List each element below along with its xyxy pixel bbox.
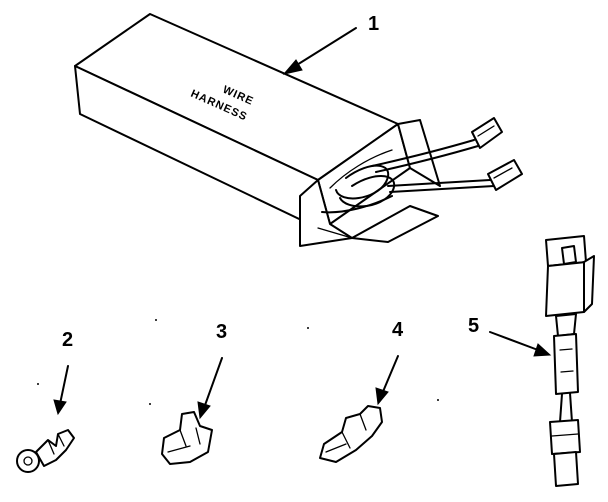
jumper-connector (545, 235, 595, 487)
callout-1-label: 1 (368, 13, 379, 35)
callout-5-label: 5 (468, 315, 479, 337)
wire-harness-box: WIRE HARNESS (74, 13, 523, 247)
callout-4-label: 4 (392, 319, 404, 341)
callout-3-label: 3 (216, 321, 227, 343)
callout-3: 3 (197, 321, 227, 420)
callout-1: 1 (282, 13, 379, 75)
callout-5: 5 (468, 315, 552, 357)
callout-2-label: 2 (62, 329, 73, 351)
callout-4: 4 (375, 319, 404, 406)
spade-terminal (161, 411, 213, 465)
female-spade-terminal (319, 405, 383, 463)
ring-terminal (16, 429, 75, 473)
callout-2: 2 (53, 329, 73, 416)
scan-specks (37, 319, 439, 405)
